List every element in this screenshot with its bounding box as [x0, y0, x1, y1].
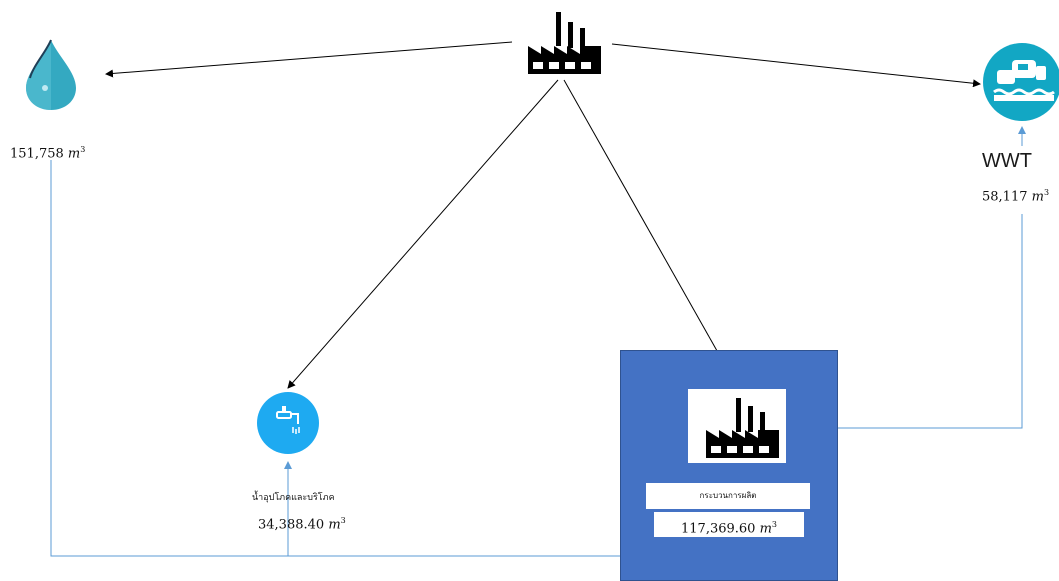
- flow-arrow-to-water: [105, 41, 513, 78]
- production-volume: 117,369.60 m3: [654, 512, 804, 537]
- water-source-volume-number: 151,758: [10, 146, 64, 162]
- domestic-use-volume-unit: m: [328, 517, 341, 533]
- water-source-volume: 151,758 m3: [10, 145, 85, 161]
- wwt-volume-number: 58,117: [982, 189, 1028, 205]
- water-source-volume-unit: m: [67, 146, 81, 162]
- flow-arrow-to-domestic: [287, 79, 559, 389]
- wwt-title: WWT: [982, 150, 1032, 172]
- supply-line-bottom: [50, 160, 738, 557]
- factory-icon: [528, 12, 601, 74]
- faucet-icon: [257, 392, 319, 454]
- domestic-use-volume: 34,388.40 m3: [258, 516, 346, 532]
- production-volume-unit: m: [759, 521, 772, 537]
- production-process-label: กระบวนการผลิต: [646, 483, 810, 509]
- wastewater-treatment-icon: [983, 43, 1059, 121]
- production-factory-icon: [706, 398, 779, 458]
- production-process-panel: [620, 350, 838, 581]
- flow-arrow-to-production: [563, 79, 739, 389]
- domestic-use-volume-exponent: 3: [340, 516, 346, 525]
- wwt-volume-unit: m: [1031, 189, 1044, 205]
- wwt-volume-exponent: 3: [1043, 188, 1050, 197]
- flow-arrow-to-wwt: [611, 43, 981, 88]
- production-volume-exponent: 3: [771, 520, 777, 529]
- water-drop-icon: [26, 39, 76, 110]
- domestic-use-label: น้ำอุปโภคและบริโภค: [252, 493, 335, 503]
- domestic-use-volume-number: 34,388.40: [258, 517, 325, 533]
- wastewater-line: [838, 214, 1023, 429]
- wwt-volume: 58,117 m3: [982, 188, 1049, 204]
- production-volume-number: 117,369.60: [681, 521, 756, 537]
- water-source-volume-exponent: 3: [80, 145, 86, 154]
